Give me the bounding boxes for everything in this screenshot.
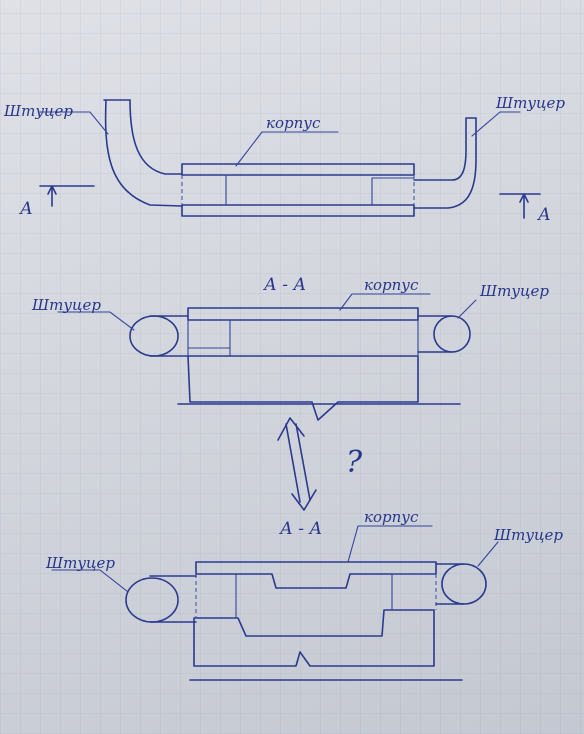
top-body-wall-upper: [181, 163, 415, 176]
bottom-hidden-lines: [195, 574, 437, 618]
section-arrow-right: [499, 193, 541, 219]
leader-top-right: [471, 111, 521, 137]
top-right-fitting-outer: [413, 117, 477, 209]
label-section-arrow-right: А: [537, 205, 551, 225]
label-mid-left-fitting: Штуцер: [31, 296, 101, 314]
top-hidden-lines: [181, 175, 415, 205]
label-top-body: корпус: [266, 114, 321, 132]
bottom-left-fitting-end: [125, 577, 179, 623]
top-right-fitting-inner: [413, 117, 477, 181]
label-top-left-fitting: Штуцер: [3, 102, 73, 120]
leader-mid-left: [57, 311, 135, 331]
top-left-fitting-outer: [103, 99, 183, 207]
leader-top-left: [39, 111, 109, 135]
bottom-body-lower-section: [193, 609, 435, 667]
middle-section-view: А - А корпус Штуцер Штуцер: [31, 275, 549, 421]
mid-left-fitting-end: [129, 315, 179, 357]
label-bottom-left-fitting: Штуцер: [45, 554, 115, 572]
label-mid-body: корпус: [364, 276, 419, 294]
mid-body-top-wall: [187, 307, 419, 321]
top-view: Штуцер Штуцер корпус А А: [3, 94, 565, 225]
double-arrow-head-down: [291, 489, 317, 511]
top-left-fitting-inner: [129, 99, 183, 175]
leader-bottom-left: [51, 569, 129, 593]
label-mid-section-title: А - А: [263, 275, 306, 295]
leader-bottom-body: [347, 525, 433, 563]
mid-body-lower-section: [187, 355, 419, 421]
leader-top-body: [235, 131, 339, 167]
mid-bore-lines: [187, 319, 419, 357]
label-bottom-section-title: А - А: [279, 519, 322, 539]
mid-right-fitting-body: [417, 315, 453, 353]
bottom-right-fitting-end: [441, 563, 487, 605]
double-arrow-shaft: [285, 423, 311, 503]
bottom-left-fitting-body: [149, 575, 197, 623]
top-body-wall-lower: [181, 204, 415, 217]
mid-left-fitting-body: [149, 315, 189, 357]
transition-marks: ?: [277, 417, 363, 511]
bottom-right-fitting-body: [435, 563, 465, 605]
label-bottom-right-fitting: Штуцер: [493, 526, 563, 544]
label-top-right-fitting: Штуцер: [495, 94, 565, 112]
bottom-section-view: А - А корпус Штуцер Штуцер: [45, 508, 563, 681]
label-question-mark: ?: [346, 445, 363, 480]
label-section-arrow-left: А: [19, 199, 33, 219]
label-mid-right-fitting: Штуцер: [479, 282, 549, 300]
top-bore-lines: [225, 174, 415, 206]
leader-bottom-right: [477, 541, 499, 567]
section-arrow-left: [39, 185, 95, 207]
leader-mid-right: [457, 299, 477, 319]
double-arrow-head-up: [277, 417, 305, 441]
label-bottom-body: корпус: [364, 508, 419, 526]
leader-mid-body: [339, 293, 431, 311]
bottom-body-top-wall: [195, 561, 437, 589]
mid-right-fitting-end: [433, 315, 471, 353]
bottom-bore-lines: [235, 573, 437, 619]
